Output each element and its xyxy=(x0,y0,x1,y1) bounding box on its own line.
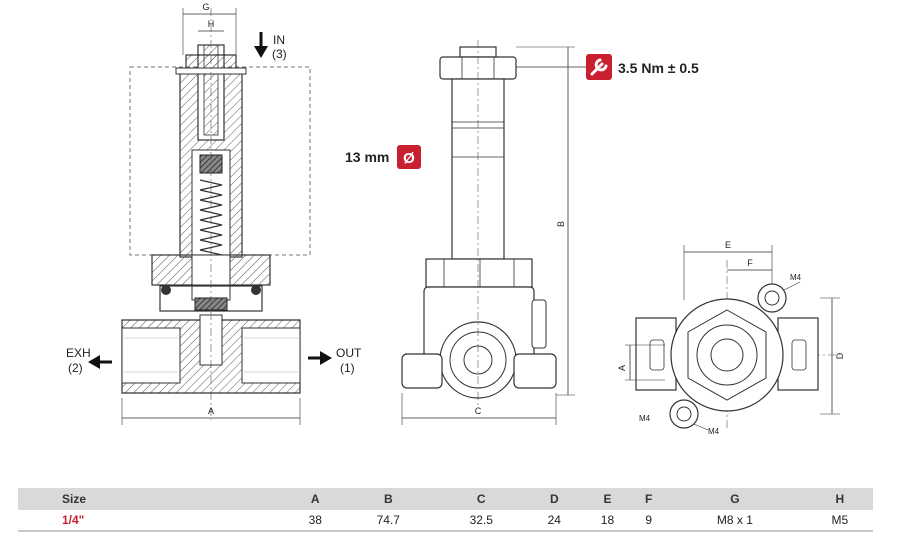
table-header: C xyxy=(434,488,528,510)
dim-a-label: A xyxy=(208,406,214,416)
table-header: A xyxy=(288,488,342,510)
in-label: IN xyxy=(273,33,285,47)
out-label: OUT xyxy=(336,346,362,360)
bottom-view: E F D A M4 M4 M4 xyxy=(617,240,845,436)
dim-f-label: F xyxy=(747,258,753,268)
dim-e-label: E xyxy=(725,240,731,250)
table-cell-size: 1/4" xyxy=(18,510,289,532)
table-cell: M8 x 1 xyxy=(663,510,807,532)
table-header: G xyxy=(663,488,807,510)
table-header: D xyxy=(527,488,581,510)
table-header: F xyxy=(634,488,664,510)
m4-top-label: M4 xyxy=(790,273,802,282)
table-header: Size xyxy=(18,488,289,510)
table-cell: 32.5 xyxy=(434,510,528,532)
m4-bottom-left-label: M4 xyxy=(639,414,651,423)
diameter-callout: 13 mm xyxy=(345,149,389,165)
dim-c-label: C xyxy=(475,406,482,416)
dim-a-side-label: A xyxy=(617,365,627,371)
m4-bottom-right-label: M4 xyxy=(708,427,720,436)
torque-callout: 3.5 Nm ± 0.5 xyxy=(618,60,699,76)
table-header: H xyxy=(806,488,873,510)
section-view: G H IN (3) EXH (2) OUT (1) A xyxy=(66,2,362,425)
table-cell: M5 xyxy=(806,510,873,532)
wrench-icon xyxy=(586,54,612,80)
table-cell: 9 xyxy=(634,510,664,532)
table-cell: 24 xyxy=(527,510,581,532)
table-cell: 74.7 xyxy=(341,510,435,532)
in-arrow-icon xyxy=(254,32,268,58)
in-port-label: (3) xyxy=(272,47,287,61)
diameter-symbol: Ø xyxy=(403,150,415,167)
front-view: B C 3.5 Nm ± 0.5 13 mm Ø xyxy=(345,40,699,425)
dimension-table: Size A B C D E F G H 1/4" 38 74.7 32.5 2… xyxy=(18,488,873,532)
diameter-icon: Ø xyxy=(397,145,421,169)
exh-arrow-icon xyxy=(88,355,112,369)
exh-port-label: (2) xyxy=(68,361,83,375)
table-cell: 38 xyxy=(288,510,342,532)
table-cell: 18 xyxy=(580,510,635,532)
out-arrow-icon xyxy=(308,351,332,365)
table-row: 1/4" 38 74.7 32.5 24 18 9 M8 x 1 M5 xyxy=(18,510,873,532)
dim-d-label: D xyxy=(835,352,845,359)
exh-label: EXH xyxy=(66,346,91,360)
table-header: B xyxy=(341,488,435,510)
table-header: E xyxy=(580,488,635,510)
out-port-label: (1) xyxy=(340,361,355,375)
dim-b-label: B xyxy=(556,221,566,227)
technical-drawing: G H IN (3) EXH (2) OUT (1) A xyxy=(66,2,845,436)
table-header-row: Size A B C D E F G H xyxy=(18,488,873,510)
dim-h-label: H xyxy=(208,19,215,29)
dim-g-label: G xyxy=(202,2,209,12)
